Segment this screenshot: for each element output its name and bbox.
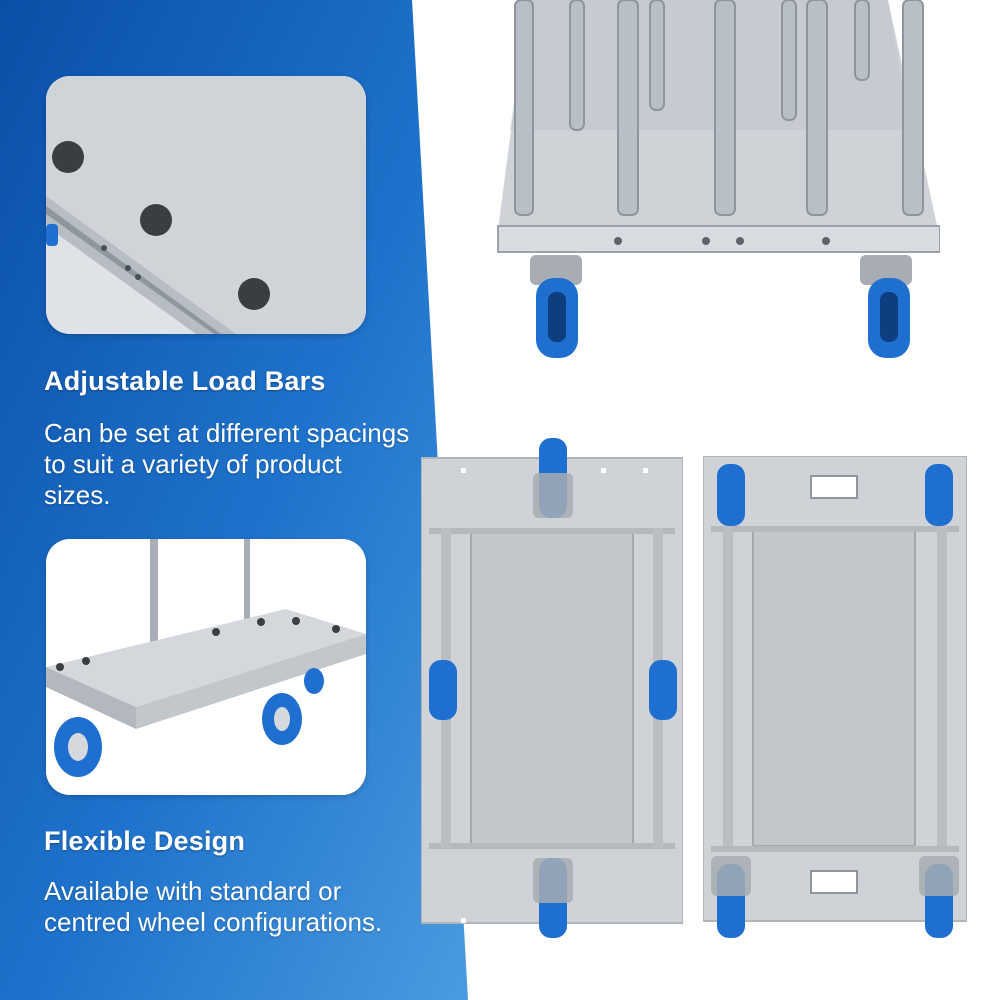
feature-description-load-bars: Can be set at different spacings to suit…	[44, 418, 410, 510]
trolley-side-card	[46, 539, 366, 795]
feature-title-load-bars: Adjustable Load Bars	[44, 366, 326, 396]
feature-description-flexible-design: Available with standard or centred wheel…	[44, 876, 383, 937]
deck-closeup-card	[46, 76, 366, 334]
underside-corner-wheels-photo	[703, 456, 967, 938]
trolley-front-photo	[470, 0, 940, 395]
underside-standard-wheels-photo	[421, 438, 683, 938]
feature-title-flexible-design: Flexible Design	[44, 826, 246, 856]
